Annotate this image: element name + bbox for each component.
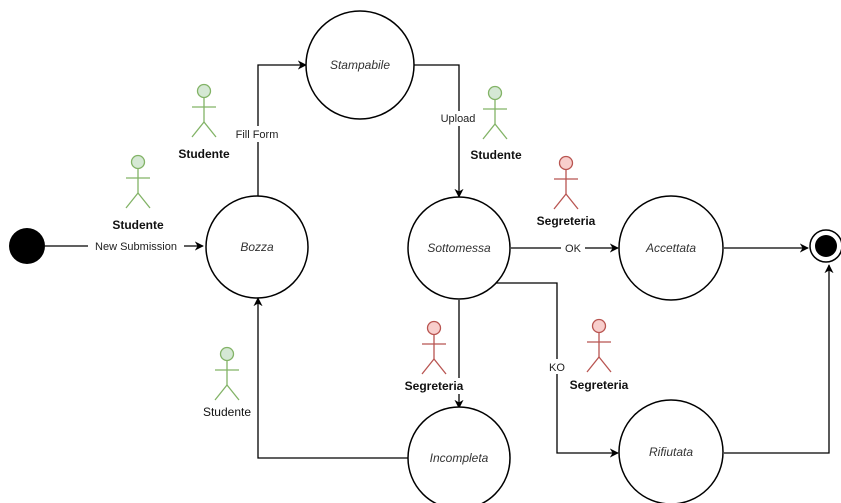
actor-studente-incompleta: Studente bbox=[196, 346, 256, 420]
label-fill-form: Fill Form bbox=[230, 126, 286, 142]
ok-text: OK bbox=[565, 243, 582, 255]
actor-studente-upload: Studente bbox=[470, 85, 522, 162]
actor-studente-fill-form: Studente bbox=[178, 83, 230, 161]
ko-text: KO bbox=[549, 362, 565, 374]
state-accettata[interactable]: Accettata bbox=[618, 195, 724, 301]
state-sottomessa-label: Sottomessa bbox=[427, 241, 491, 255]
stick-figure-icon bbox=[586, 318, 612, 373]
state-stampabile[interactable]: Stampabile bbox=[305, 10, 415, 120]
actor-label: Studente bbox=[203, 405, 251, 419]
stick-figure-icon bbox=[553, 155, 579, 210]
state-bozza[interactable]: Bozza bbox=[205, 195, 309, 299]
initial-node[interactable] bbox=[9, 228, 45, 264]
stick-figure-icon bbox=[482, 85, 508, 140]
actor-segreteria-incompleta: Segreteria bbox=[400, 320, 470, 394]
edge-rifiutata-to-end[interactable] bbox=[724, 264, 834, 454]
state-sottomessa[interactable]: Sottomessa bbox=[407, 196, 511, 300]
state-rifiutata-label: Rifiutata bbox=[649, 445, 693, 459]
actor-label: Studente bbox=[178, 147, 230, 161]
actor-label: Studente bbox=[470, 148, 522, 162]
state-bozza-label: Bozza bbox=[240, 240, 274, 254]
upload-text: Upload bbox=[441, 113, 476, 125]
label-ko: KO bbox=[546, 359, 568, 374]
actor-studente-new-submission: Studente bbox=[112, 154, 164, 232]
stick-figure-icon bbox=[191, 83, 217, 138]
state-incompleta[interactable]: Incompleta bbox=[407, 406, 511, 503]
state-stampabile-label: Stampabile bbox=[330, 58, 390, 72]
stick-figure-icon bbox=[421, 320, 447, 375]
new-submission-text: New Submission bbox=[95, 241, 177, 253]
final-node[interactable] bbox=[809, 229, 841, 263]
state-accettata-label: Accettata bbox=[645, 241, 696, 255]
label-ok: OK bbox=[561, 241, 585, 256]
actor-label: Segreteria bbox=[570, 378, 629, 392]
stick-figure-icon bbox=[214, 346, 240, 401]
actor-segreteria-ko: Segreteria bbox=[570, 318, 629, 392]
actor-label: Segreteria bbox=[405, 379, 464, 393]
actor-label: Studente bbox=[112, 218, 164, 232]
fill-form-text: Fill Form bbox=[236, 129, 279, 141]
edge-bozza-to-stampabile[interactable] bbox=[257, 60, 307, 196]
state-incompleta-label: Incompleta bbox=[430, 451, 489, 465]
actor-label: Segreteria bbox=[537, 214, 596, 228]
label-new-submission: New Submission bbox=[88, 238, 184, 254]
label-upload: Upload bbox=[436, 111, 480, 126]
edge-stampabile-to-sottomessa[interactable] bbox=[414, 64, 464, 198]
edge-incompleta-to-bozza[interactable] bbox=[253, 297, 408, 459]
actor-segreteria-ok: Segreteria bbox=[537, 155, 596, 228]
stick-figure-icon bbox=[125, 154, 151, 209]
state-rifiutata[interactable]: Rifiutata bbox=[618, 399, 724, 503]
